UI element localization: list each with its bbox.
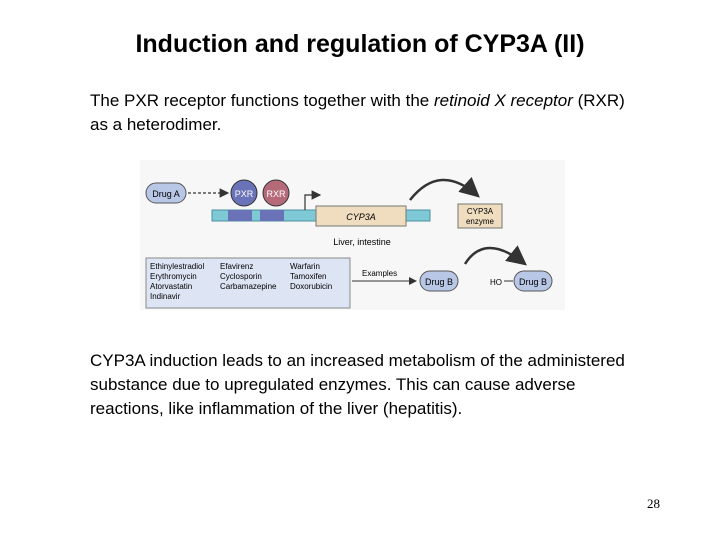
cyp3a-gene-box	[315, 205, 407, 227]
examples-box	[145, 257, 351, 309]
enzyme-label-line2: enzyme	[466, 217, 495, 226]
page-number: 28	[647, 496, 660, 511]
example-drug: Efavirenz	[220, 262, 253, 271]
intro-paragraph: The PXR receptor functions together with…	[90, 89, 630, 137]
enzyme-to-reaction-arrow	[463, 245, 527, 266]
drug-a-node	[145, 182, 187, 204]
example-drug: Indinavir	[150, 292, 181, 301]
hydroxyl-label: HO	[490, 278, 502, 287]
drug-b-node	[419, 270, 459, 292]
drug-b-metabolite-label: Drug B	[519, 277, 547, 287]
example-drug: Doxorubicin	[290, 282, 332, 291]
examples-label: Examples	[362, 269, 397, 278]
drug-b-label: Drug B	[425, 277, 453, 287]
rxr-receptor	[262, 179, 290, 207]
intro-italic-term: retinoid X receptor	[433, 91, 573, 110]
example-drug: Tamoxifen	[290, 272, 326, 281]
drug-a-label: Drug A	[152, 189, 180, 199]
examples-table: Ethinylestradiol Efavirenz Warfarin Eryt…	[150, 262, 332, 301]
outro-paragraph: CYP3A induction leads to an increased me…	[90, 351, 625, 418]
rxr-response-element	[260, 210, 284, 221]
cyp3a-induction-figure: Drug A PXR RXR CYP3A Liver, intestine CY…	[140, 160, 565, 315]
example-drug: Erythromycin	[150, 272, 197, 281]
gene-to-enzyme-arrow	[409, 176, 480, 201]
intro-text-1: The PXR receptor functions together with…	[90, 91, 434, 110]
cyp3a-enzyme-box	[457, 203, 503, 229]
pxr-response-element	[228, 210, 252, 221]
intro-text-2: (RXR) as a heterodimer.	[90, 91, 625, 134]
transcription-start-arrow	[304, 190, 322, 210]
drug-b-metabolite-node	[513, 270, 553, 292]
enzyme-label-line1: CYP3A	[467, 207, 494, 216]
example-drug: Atorvastatin	[150, 282, 192, 291]
example-drug: Carbamazepine	[220, 282, 277, 291]
example-drug: Warfarin	[290, 262, 320, 271]
example-drug: Cyclosporin	[220, 272, 262, 281]
slide-title: Induction and regulation of CYP3A (II)	[135, 30, 585, 58]
induction-diagram: Drug A PXR RXR CYP3A Liver, intestine CY…	[140, 160, 565, 310]
rxr-label: RXR	[266, 189, 286, 199]
tissue-label: Liver, intestine	[333, 237, 391, 247]
example-drug: Ethinylestradiol	[150, 262, 204, 271]
pxr-label: PXR	[235, 189, 254, 199]
pxr-receptor	[230, 179, 258, 207]
cyp3a-gene-label: CYP3A	[346, 212, 376, 222]
